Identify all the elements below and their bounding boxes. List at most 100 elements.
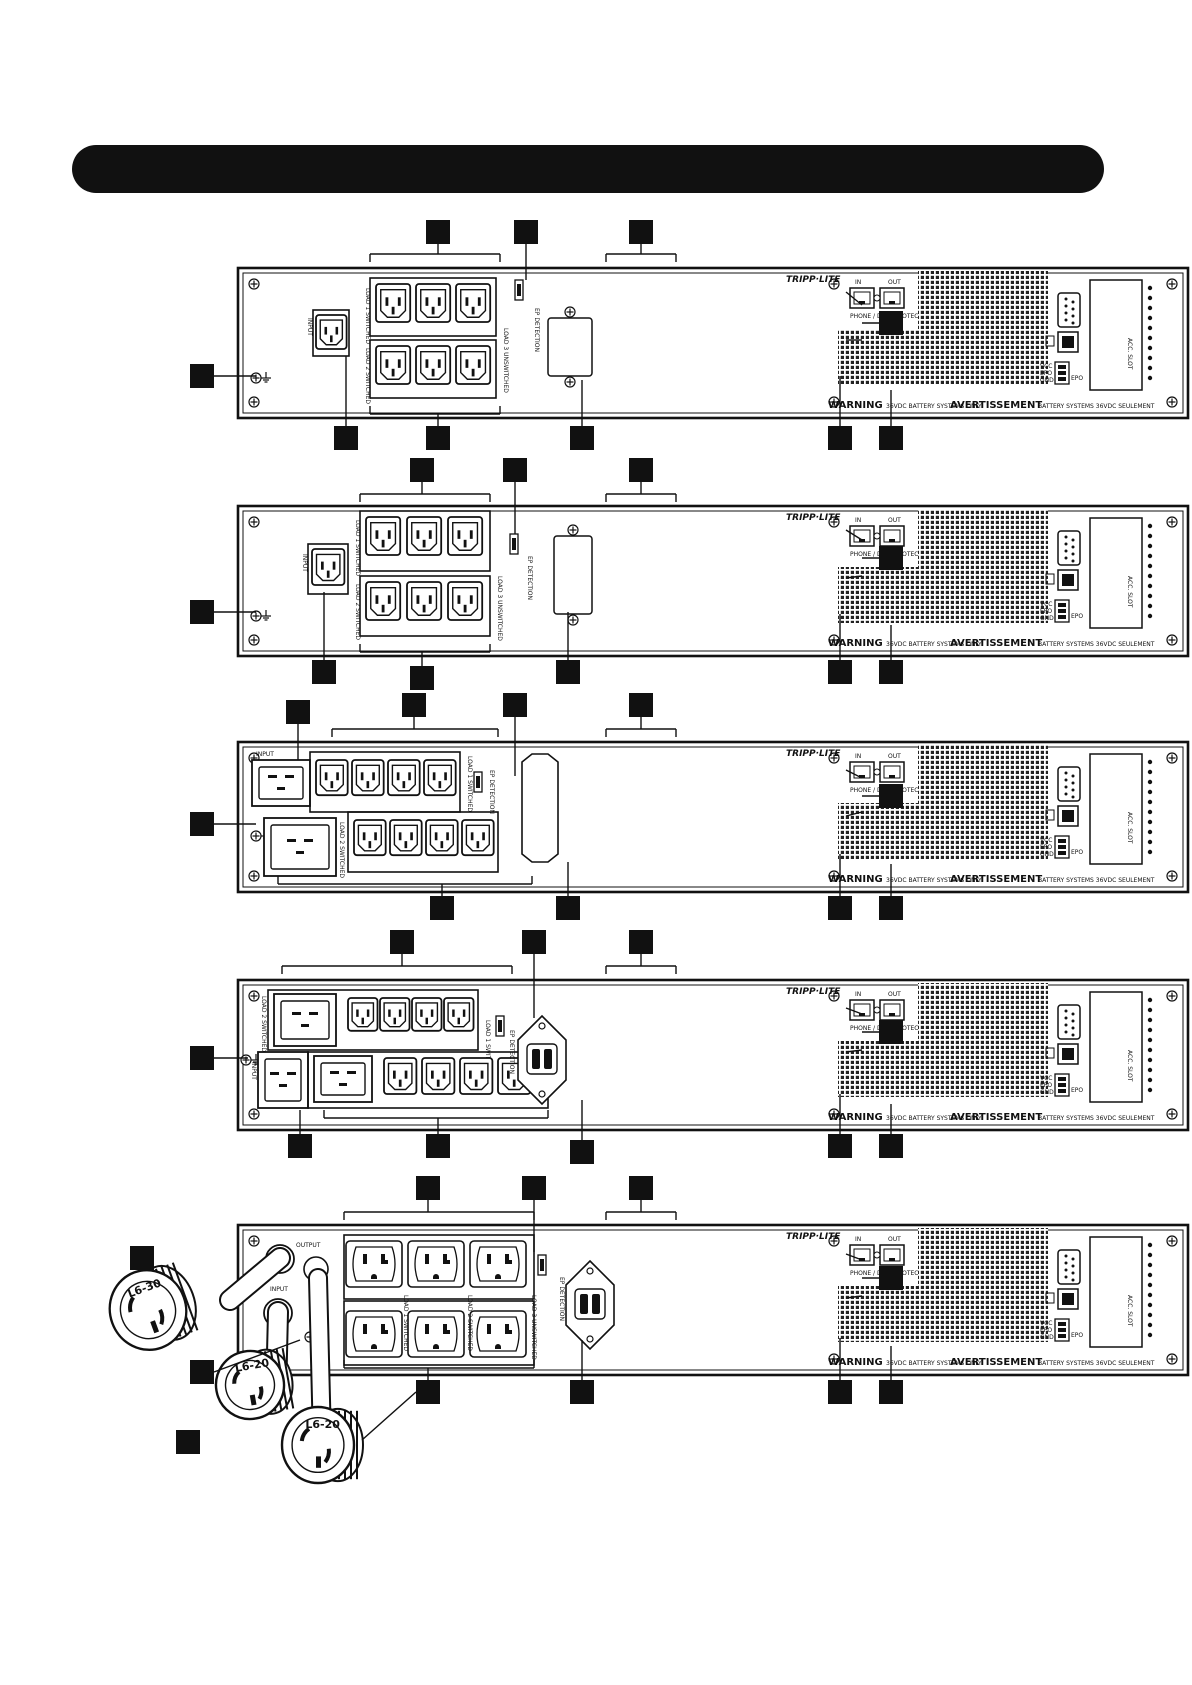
- plug-grip: [281, 1348, 295, 1409]
- c13-face: [355, 764, 380, 792]
- c19-face: [264, 1058, 302, 1102]
- panel-text-ep_detection: EP DETECTION: [526, 556, 533, 600]
- db9-pin: [1064, 1009, 1068, 1013]
- c13-pin: [398, 832, 402, 841]
- epo-pin: [1058, 1083, 1066, 1087]
- battery-connector-plate: [547, 317, 593, 377]
- rj-jack-tab: [889, 301, 895, 304]
- usb-port-inner: [1062, 810, 1074, 822]
- c13-pin: [471, 368, 475, 377]
- c13-pin: [482, 832, 485, 841]
- nema-receptacle: [345, 1310, 403, 1358]
- c13-pin: [336, 772, 339, 781]
- callout-marker: [288, 1134, 312, 1158]
- panel-text-avertissement: AVERTISSEMENT: [950, 400, 1042, 411]
- panel-text-out: OUT: [888, 279, 901, 286]
- callout-marker: [556, 896, 580, 920]
- usb-icon: [1045, 1292, 1055, 1304]
- ep-detection-jack-inner: [476, 776, 480, 788]
- panel-text-accessory_slot: ACC. SLOT: [1126, 812, 1133, 844]
- slot-indicator-dot: [1147, 839, 1153, 845]
- slot-indicator-dot: [1147, 1027, 1153, 1033]
- c13-pin: [420, 1009, 423, 1017]
- panel-text-out: OUT: [888, 1236, 901, 1243]
- c19-outlet: [263, 817, 337, 877]
- nema-slot: [363, 1254, 367, 1264]
- c13-pin: [477, 297, 481, 306]
- c13-pin: [393, 1017, 396, 1025]
- slot-indicator-dot: [1147, 1007, 1153, 1013]
- panel-text-avert_small: BATTERY SYSTEMS 36VDC SEULEMENT: [1038, 1360, 1155, 1367]
- c19-pin: [277, 787, 285, 790]
- c13-pin: [398, 1009, 402, 1017]
- db9-pin: [1064, 297, 1068, 301]
- db9-pin: [1064, 1030, 1068, 1034]
- c13-pin: [356, 1009, 359, 1017]
- panel-text-epo_pin: EPO: [1040, 1082, 1052, 1089]
- load-group-box: [359, 575, 491, 637]
- panel-text-accessory_slot: ACC. SLOT: [1126, 338, 1133, 370]
- panel-text-in: IN: [855, 279, 861, 286]
- slot-indicator-dot: [1147, 1292, 1153, 1298]
- load-group-box: [369, 277, 497, 337]
- callout-leader: [845, 1007, 863, 1015]
- callout-leader: [361, 1391, 417, 1441]
- c13-pin: [391, 368, 395, 377]
- slot-indicator-dot: [1147, 1282, 1153, 1288]
- c13-pin: [431, 368, 435, 377]
- panel-text-load3: LOAD 3 UNSWITCHED: [530, 1295, 537, 1360]
- screw-small: [538, 1090, 546, 1098]
- c13-pin: [422, 539, 426, 548]
- db9-serial-port: [1057, 292, 1081, 328]
- c13-pin: [324, 772, 328, 781]
- c13-pin: [465, 297, 469, 306]
- db9-pin: [1071, 314, 1075, 318]
- db9-pin: [1071, 1264, 1075, 1268]
- callout-marker: [190, 812, 214, 836]
- slot-indicator-dot: [1147, 1017, 1153, 1023]
- c13-pin: [410, 832, 413, 841]
- callout-marker: [879, 1020, 903, 1044]
- nema-slot: [381, 1324, 388, 1334]
- c13-face: [319, 319, 344, 346]
- epo-pin: [1058, 609, 1066, 613]
- c13-face: [391, 764, 416, 792]
- c13-face: [380, 289, 407, 318]
- db9-pin: [1064, 311, 1068, 315]
- panel-text-ep_detection: EP DETECTION: [558, 1277, 565, 1321]
- panel-inner-frame: [242, 984, 1184, 1126]
- callout-marker: [430, 896, 454, 920]
- rj-jack-tab: [859, 775, 865, 778]
- callout-leader: [845, 1253, 863, 1261]
- panel-text-warning_small: 36VDC BATTERY SYSTEMS ONLY: [886, 877, 982, 884]
- c13-face: [383, 1002, 407, 1028]
- plug-blade: [128, 1296, 136, 1313]
- epo-pin: [1058, 1334, 1066, 1338]
- ep-detection-jack-inner: [498, 1020, 502, 1032]
- callout-marker: [312, 660, 336, 684]
- epo-pin: [1058, 615, 1066, 619]
- slot-indicator-dot: [1147, 563, 1153, 569]
- battery-pin: [580, 1294, 588, 1314]
- panel-text-load2: LOAD 2 SWITCHED: [364, 348, 371, 404]
- c13-pin: [430, 1009, 434, 1017]
- cord-fill: [221, 1249, 289, 1309]
- panel-text-accessory_slot: ACC. SLOT: [1126, 1050, 1133, 1082]
- callout-marker: [334, 426, 358, 450]
- rj-jack-tab: [859, 301, 865, 304]
- c13-pin: [366, 781, 370, 789]
- c13-outlet: [375, 345, 412, 385]
- slot-indicator-dot: [1147, 1302, 1153, 1308]
- screw-small: [586, 1267, 594, 1275]
- panel-text-avert_small: BATTERY SYSTEMS 36VDC SEULEMENT: [1038, 403, 1155, 410]
- panel-text-load1: LOAD 1 SWITCHED: [402, 1295, 409, 1351]
- c13-pin: [330, 781, 334, 789]
- callout-marker: [629, 693, 653, 717]
- c13-pin: [368, 841, 372, 849]
- panel-text-input: INPUT: [256, 751, 274, 758]
- epo-pin: [1058, 603, 1066, 607]
- rj-jack-tab: [889, 539, 895, 542]
- callout-marker: [176, 1430, 200, 1454]
- c13-pin: [431, 306, 435, 315]
- c19-pin: [292, 1012, 301, 1015]
